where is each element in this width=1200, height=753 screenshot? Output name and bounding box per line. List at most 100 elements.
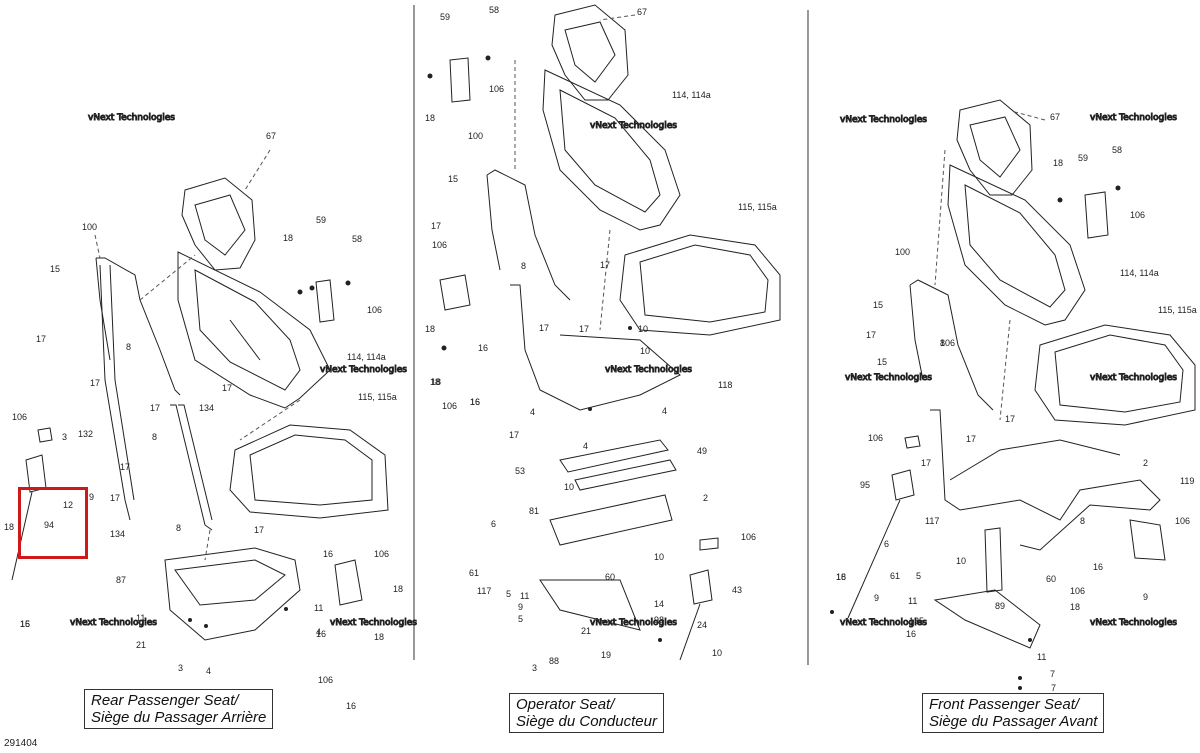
callout: 3 <box>62 432 67 442</box>
callout: 18 <box>1053 158 1063 168</box>
svg-text:vNext Technologies: vNext Technologies <box>330 618 417 628</box>
callout: 6 <box>491 519 496 529</box>
callout: 59 <box>316 215 326 225</box>
callout: 19 <box>601 650 611 660</box>
callout: 134 <box>199 403 214 413</box>
callout: 15 <box>877 357 887 367</box>
svg-text:vNext Technologies: vNext Technologies <box>840 115 927 125</box>
callout: 98 <box>654 615 664 625</box>
caption-rear-passenger-seat: Rear Passenger Seat/ Siège du Passager A… <box>84 689 274 729</box>
callout: 95 <box>860 480 870 490</box>
callout: 9 <box>1143 592 1148 602</box>
callout: 59 <box>1078 153 1088 163</box>
callout: 134 <box>110 529 125 539</box>
rear-headrest <box>181 177 256 271</box>
callout: 10 <box>712 648 722 658</box>
callout: 18 <box>393 584 403 594</box>
callout: 15 <box>448 174 458 184</box>
callout: 11 <box>136 613 145 623</box>
callout: 117 <box>477 586 491 596</box>
svg-text:vNext Technologies: vNext Technologies <box>1090 618 1177 628</box>
front-handle <box>1084 191 1166 561</box>
rear-leaders <box>94 149 301 561</box>
callout: 114, 114a <box>1120 268 1159 278</box>
rear-seat-cushion <box>229 424 389 519</box>
callout: 8 <box>126 342 131 352</box>
callout: 6 <box>884 539 889 549</box>
callout: 10 <box>564 482 574 492</box>
svg-text:vNext Technologies: vNext Technologies <box>840 618 927 628</box>
callout: 21 <box>581 626 591 636</box>
front-base <box>933 527 1041 649</box>
callout: 58 <box>352 234 362 244</box>
front-frame <box>909 279 1161 551</box>
callout: 11 <box>314 603 323 613</box>
callout: 17 <box>431 221 441 231</box>
callout: 4 <box>583 441 588 451</box>
callout: 17 <box>966 434 976 444</box>
document-id: 291404 <box>4 738 38 749</box>
callout: 100 <box>895 247 910 257</box>
svg-text:vNext Technologies: vNext Technologies <box>1090 373 1177 383</box>
callout: 11 <box>520 591 529 601</box>
callout: 8 <box>176 523 181 533</box>
svg-text:vNext Technologies: vNext Technologies <box>88 113 175 123</box>
callout: 18 <box>836 572 846 582</box>
callout: 94 <box>44 520 54 530</box>
callout: 100 <box>468 131 483 141</box>
callout: 115, 115a <box>358 392 397 402</box>
callout: 10 <box>640 346 650 356</box>
callout: 16 <box>478 343 488 353</box>
callout: 21 <box>136 640 146 650</box>
callout: 9 <box>518 602 523 612</box>
callout: 106 <box>489 84 504 94</box>
callout: 117 <box>925 516 939 526</box>
callout: 100 <box>82 222 97 232</box>
callout: 16 <box>1093 562 1103 572</box>
callout: 10 <box>654 552 664 562</box>
callout: 10 <box>638 324 648 334</box>
callout: 67 <box>1050 112 1060 122</box>
callout: 16 <box>470 397 480 407</box>
svg-text:vNext Technologies: vNext Technologies <box>70 618 157 628</box>
callout: 17 <box>866 330 876 340</box>
callout: 61 <box>890 571 900 581</box>
callout: 114, 114a <box>672 90 711 100</box>
callout: 17 <box>254 525 264 535</box>
operator-seat-back <box>542 69 681 231</box>
callout: 9 <box>874 593 879 603</box>
operator-belt <box>679 537 719 661</box>
callout: 14 <box>654 599 664 609</box>
callout: 17 <box>1005 414 1015 424</box>
operator-callouts: 59 58 18 106 67 114, 114a 100 15 17 8 10… <box>425 5 777 673</box>
operator-leaders <box>514 14 636 331</box>
caption-operator-en: Operator Seat/ <box>516 696 615 713</box>
caption-operator-seat: Operator Seat/ Siège du Conducteur <box>509 693 664 733</box>
callout: 89 <box>995 601 1005 611</box>
callout: 67 <box>637 7 647 17</box>
callout: 132 <box>78 429 93 439</box>
callout: 106 <box>940 338 955 348</box>
front-seat-back <box>947 164 1086 326</box>
callout: 118 <box>718 380 732 390</box>
callout: 9 <box>89 492 94 502</box>
callout: 18 <box>283 233 293 243</box>
callout: 16 <box>323 549 333 559</box>
svg-text:vNext Technologies: vNext Technologies <box>605 365 692 375</box>
callout: 4 <box>530 407 535 417</box>
callout: 60 <box>1046 574 1056 584</box>
rear-handle <box>315 279 363 606</box>
callout: 81 <box>529 506 539 516</box>
callout: 18 <box>430 377 440 387</box>
operator-headrest <box>551 4 629 101</box>
callout: 16 <box>316 629 326 639</box>
callout: 8 <box>1080 516 1085 526</box>
callout: 17 <box>509 430 519 440</box>
front-seat-cushion <box>1034 324 1196 426</box>
callout: 16 <box>20 619 30 629</box>
callout: 17 <box>921 458 931 468</box>
callout: 106 <box>1070 586 1085 596</box>
callout: 16 <box>906 629 916 639</box>
